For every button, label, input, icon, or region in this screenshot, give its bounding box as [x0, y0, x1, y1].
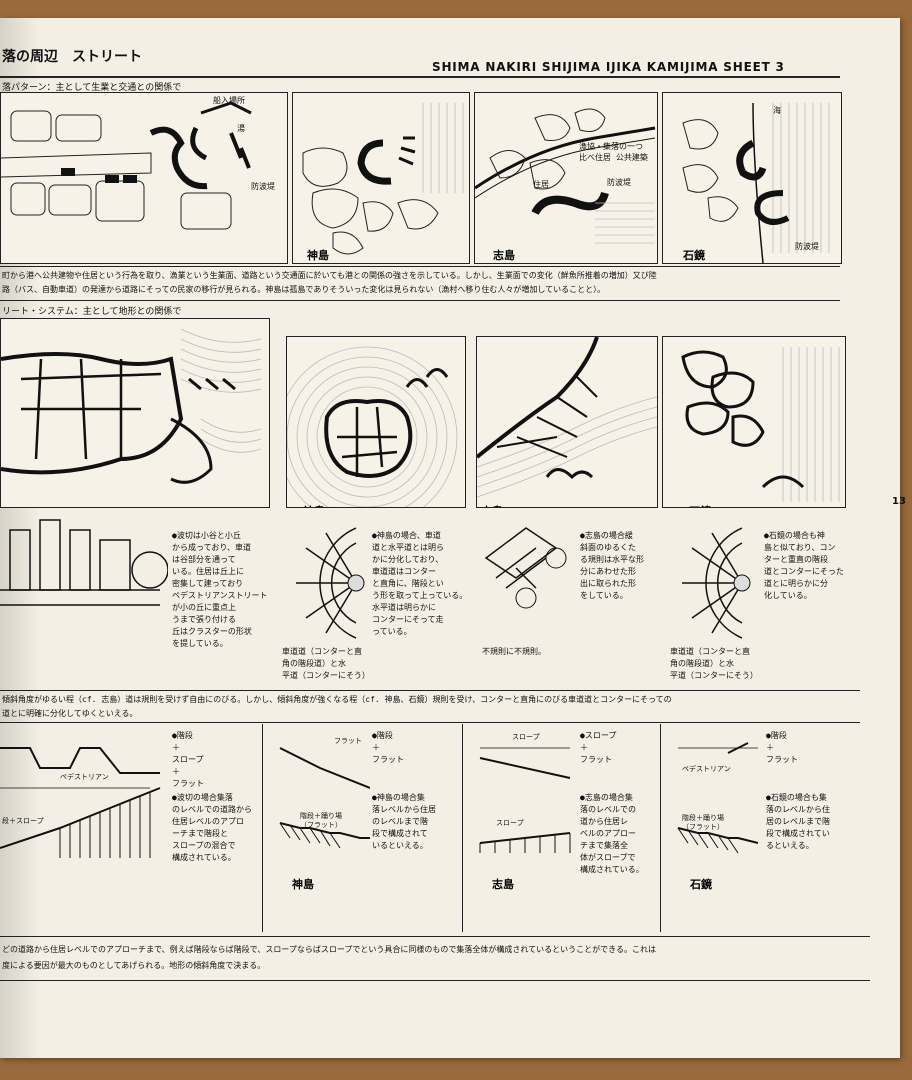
section3-note-nakiri-b: ●波切の場合集落 のレベルでの道路から 住居レベルのアプロ ーチまで階段と スロ…	[172, 793, 252, 862]
section2-panel-nakiri	[0, 318, 270, 508]
section3-note-kamijima-b: ●神島の場合集 落レベルから住居 のレベルまで階 段で構成されて いるといえる。	[372, 793, 436, 850]
shijima-street-map	[477, 337, 657, 498]
page-title: 落の周辺 ストリート	[2, 49, 142, 65]
kamijima-pattern-map	[302, 103, 464, 255]
nakiri-slope-diagram	[0, 747, 161, 858]
annotation-boat-entry: 船入場所	[213, 96, 245, 105]
section2-panel-kamijima: 神島	[286, 336, 466, 508]
section3-summary-line2: 度による要因が最大のものとしてあげられる。地形の傾斜角度で決まる。	[2, 961, 266, 970]
nakiri-street-map	[1, 328, 262, 484]
ijika-street-map	[681, 347, 840, 502]
nakiri-elevation-drawing	[0, 519, 168, 606]
annotation-breakwater: 防波堤	[251, 182, 275, 191]
kamijima-street-map	[287, 346, 458, 507]
annotation-breakwater-3: 防波堤	[795, 242, 819, 251]
section3-rule	[0, 936, 870, 937]
section3-summary-line1: どの道路から住居レベルでのアプローチまで、例えば階段ならば階段で、スロープならば…	[2, 945, 656, 954]
col-divider-2	[462, 724, 463, 932]
ijika-pedestrian-label: ペデストリアン	[682, 765, 731, 773]
annotation-port: 湯	[237, 124, 245, 133]
section2-village-kamijima: 神島	[303, 503, 325, 507]
annotation-sea: 海	[773, 106, 781, 115]
section2-summary-line2: 道とに明確に分化してゆくといえる。	[2, 709, 138, 718]
section3-summary-rule	[0, 980, 870, 981]
section2-panel-ijika: 石鏡	[662, 336, 846, 508]
kamijima-radial-diagram	[296, 527, 365, 639]
section2-caption-ijika: 車道道（コンターと直 角の階段道）と水 平道（コンターにそう）	[670, 647, 758, 680]
section2-label: リート・システム：主として地形との関係で	[2, 307, 182, 317]
shijima-slope-label: スロープ	[496, 819, 524, 827]
section1-village-shijima: 志島	[493, 249, 515, 262]
page-number: 13	[892, 496, 906, 507]
section2-note-shijima: ●志島の場合緩 斜面のゆるくた る規則は水平な形 分にあわせた形 出に取られた形…	[580, 531, 644, 600]
section1-panel-kamijima: 神島	[292, 92, 470, 264]
section3-note-ijika-b: ●石鏡の場合も集 落のレベルから住 居のレベルまで階 段で構成されてい るといえ…	[766, 793, 830, 850]
section2-village-shijima: 志島	[481, 503, 503, 507]
annotation-fishery: 漁協・集落の一つ 比べ住居 公共建築	[579, 142, 648, 162]
shijima-slope-label-top: スロープ	[512, 733, 540, 741]
section2-summary-rule	[0, 722, 860, 723]
section1-rule	[0, 266, 840, 267]
section2-note-ijika: ●石鏡の場合も神 島と似ており、コン ターと重直の階段 道とコンターにそった 道…	[764, 531, 844, 600]
section3-note-nakiri-a: ●階段 ＋ スロープ ＋ フラット	[172, 731, 204, 788]
ijika-radial-diagram	[682, 527, 751, 639]
section3-village-ijika: 石鏡	[690, 878, 712, 891]
ijika-stair-diagram	[677, 742, 759, 854]
section2-caption-kamijima: 車道道（コンターと直 角の階段道）と水 平道（コンターにそう）	[282, 647, 370, 680]
section2-note-nakiri: ●波切は小谷と小丘 から成っており、車道 は谷部分を通って いる。住居は丘上に …	[172, 531, 268, 648]
section1-summary-line1: 町から港へ公共建物や住居という行為を取り、漁業という生業面、道路という交通面に於…	[2, 271, 657, 280]
nakiri-pattern-map	[1, 101, 252, 230]
kamijima-stair-diagram	[279, 747, 370, 849]
section2-village-ijika: 石鏡	[689, 503, 711, 507]
section3-village-shijima: 志島	[492, 878, 514, 891]
section2-panel-shijima: 志島	[476, 336, 658, 508]
section2-note-kamijima: ●神島の場合、車道 道と水平道とは明ら かに分化しており、 車道道はコンター と…	[372, 531, 468, 636]
col-divider-1	[262, 724, 263, 932]
shijima-grid-diagram	[484, 527, 567, 609]
ijika-stair-label: 階段＋踊り場 （フラット）	[682, 814, 724, 831]
kamijima-flat-label: フラット	[334, 737, 362, 745]
section1-panel-shijima: 漁協・集落の一つ 比べ住居 公共建築 防波堤 住居 志島	[474, 92, 658, 264]
kamijima-stair-label: 階段＋踊り場 （フラット）	[300, 812, 342, 829]
book-page: 落の周辺 ストリート SHIMA NAKIRI SHIJIMA IJIKA KA…	[0, 18, 906, 1058]
section2-summary-line1: 傾斜角度がゆるい程（cf. 志島）道は規則を受けず自由にのびる。しかし、傾斜角度…	[2, 695, 672, 704]
section1-label: 落パターン：主として生業と交通との関係で	[2, 83, 182, 93]
ijika-pattern-map	[682, 102, 830, 263]
section3-note-kamijima-a: ●階段 ＋ フラット	[372, 731, 404, 764]
section1-panel-ijika: 防波堤 海 石鏡	[662, 92, 842, 264]
section3-note-ijika-a: ●階段 ＋ フラット	[766, 731, 798, 764]
section1-panel-nakiri: 船入場所 湯 防波堤	[0, 92, 288, 264]
annotation-breakwater-2: 防波堤	[607, 178, 631, 187]
section2-rule	[0, 690, 860, 691]
section1-village-kamijima: 神島	[307, 249, 329, 262]
header-rule	[0, 76, 840, 78]
section3-village-kamijima: 神島	[292, 878, 314, 891]
col-divider-3	[660, 724, 661, 932]
nakiri-pedestrian-label: ペデストリアン	[60, 773, 109, 781]
section1-village-ijika: 石鏡	[683, 249, 705, 262]
section2-caption-shijima: 不規則に不規則。	[482, 647, 546, 656]
section3-note-shijima-b: ●志島の場合集 落のレベルでの 道から住居レ ベルのアプロー チまで集落全 体が…	[580, 793, 644, 874]
section1-summary-rule	[0, 300, 840, 301]
nakiri-section-diagram	[0, 510, 168, 682]
nakiri-stair-slope-label: 段＋スロープ	[2, 817, 44, 825]
sheet-title: SHIMA NAKIRI SHIJIMA IJIKA KAMIJIMA SHEE…	[432, 60, 785, 74]
section3-note-shijima-a: ●スロープ ＋ フラット	[580, 731, 617, 764]
shijima-slope-diagram	[479, 747, 571, 853]
section1-summary-line2: 路（バス、自動車道）の発達から道路にそっての民家の移行が見られる。神島は孤島であ…	[2, 285, 606, 294]
annotation-housing: 住居	[533, 180, 549, 189]
shijima-pattern-map	[475, 108, 656, 244]
